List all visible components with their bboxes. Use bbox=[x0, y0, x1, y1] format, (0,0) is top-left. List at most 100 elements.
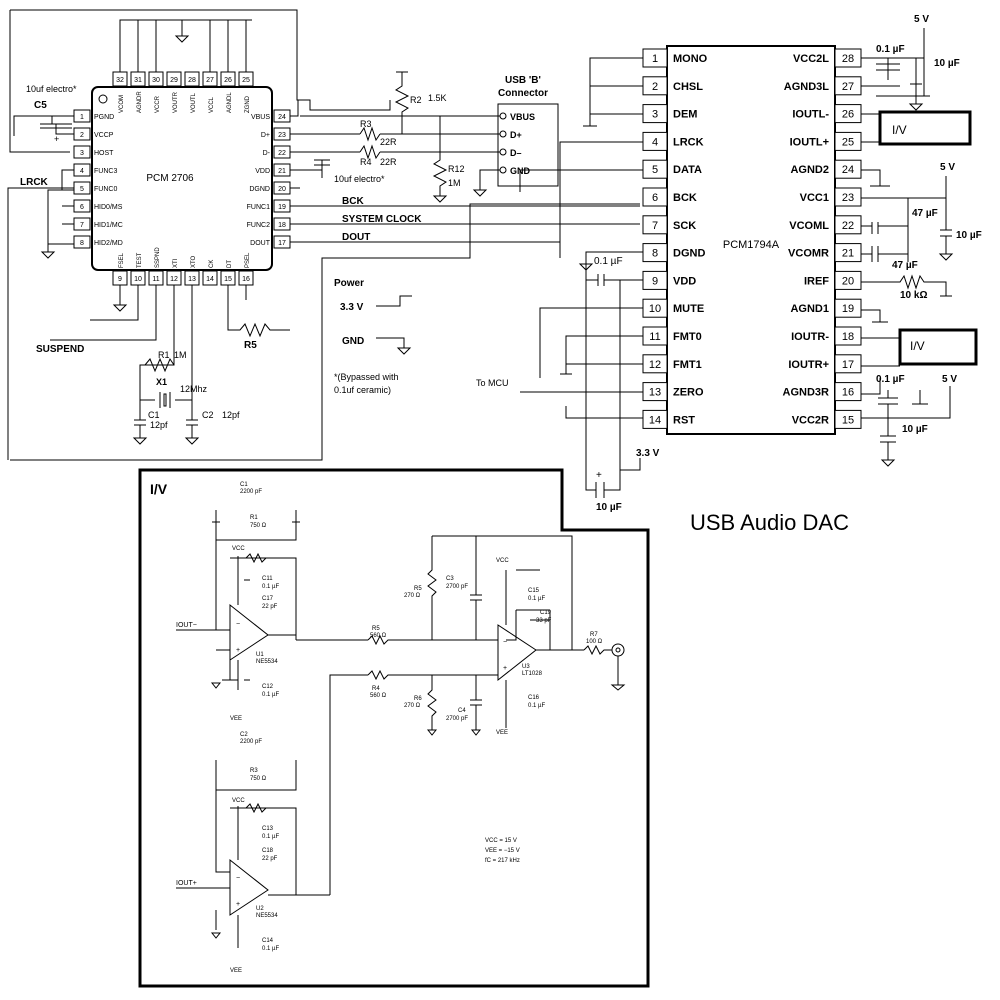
iv-c17: C17 bbox=[262, 596, 274, 602]
svg-text:VCC2R: VCC2R bbox=[792, 414, 829, 426]
svg-text:SSPND: SSPND bbox=[155, 247, 161, 268]
svg-text:4: 4 bbox=[652, 136, 658, 148]
svg-text:1: 1 bbox=[652, 53, 658, 65]
svg-text:13: 13 bbox=[649, 387, 661, 399]
lrck-label: LRCK bbox=[20, 177, 49, 188]
r2-value: 1.5K bbox=[428, 93, 447, 103]
c7-value: 10uf electro* bbox=[334, 174, 385, 184]
svg-text:VBUS: VBUS bbox=[251, 114, 270, 121]
iv-c17-value: 22 pF bbox=[262, 604, 278, 610]
iv-c19: C19 bbox=[540, 610, 552, 616]
power-label: Power bbox=[334, 278, 364, 289]
iv-vcc-2: VCC bbox=[232, 798, 245, 804]
r5-label: R5 bbox=[244, 340, 257, 351]
iv-c4-value: 2700 pF bbox=[446, 716, 468, 722]
v5-mid: 5 V bbox=[940, 162, 955, 173]
r3-resistor bbox=[359, 126, 381, 142]
iv-c18-value: 22 pF bbox=[262, 856, 278, 862]
svg-text:VDD: VDD bbox=[255, 168, 270, 175]
iv-left-label: I/V bbox=[892, 123, 907, 137]
svg-text:HID2/MD: HID2/MD bbox=[94, 240, 123, 247]
svg-text:27: 27 bbox=[842, 81, 854, 93]
iv-c13: C13 bbox=[262, 826, 274, 832]
svg-text:VCC2L: VCC2L bbox=[793, 53, 829, 65]
svg-text:BCK: BCK bbox=[673, 192, 697, 204]
svg-text:DATA: DATA bbox=[673, 164, 702, 176]
r1-resistor bbox=[144, 357, 175, 373]
svg-text:28: 28 bbox=[842, 53, 854, 65]
svg-text:20: 20 bbox=[278, 186, 286, 193]
svg-text:FSEL: FSEL bbox=[119, 252, 125, 268]
c-47b: 47 µF bbox=[892, 260, 918, 271]
iv-c15: C15 bbox=[528, 588, 540, 594]
iv-c11: C11 bbox=[262, 576, 273, 582]
bck-label: BCK bbox=[342, 196, 364, 207]
iv-c1-value: 2200 pF bbox=[240, 489, 262, 495]
svg-text:XTI: XTI bbox=[173, 258, 179, 268]
svg-text:D+: D+ bbox=[261, 132, 270, 139]
svg-text:AGND3L: AGND3L bbox=[784, 81, 830, 93]
iv-r1-value: 750 Ω bbox=[250, 523, 267, 529]
svg-text:VCCR: VCCR bbox=[155, 95, 161, 113]
svg-text:25: 25 bbox=[242, 77, 250, 84]
svg-text:LRCK: LRCK bbox=[673, 136, 704, 148]
svg-text:22: 22 bbox=[842, 220, 854, 232]
svg-text:VCCL: VCCL bbox=[209, 96, 215, 113]
c5-label: C5 bbox=[34, 100, 47, 111]
svg-text:19: 19 bbox=[278, 204, 286, 211]
x1-value: 12Mhz bbox=[180, 384, 208, 394]
ground-symbol-top bbox=[174, 35, 190, 43]
svg-text:DGND: DGND bbox=[249, 186, 270, 193]
svg-text:18: 18 bbox=[278, 222, 286, 229]
svg-text:PSEL: PSEL bbox=[245, 252, 251, 268]
svg-text:3: 3 bbox=[80, 150, 84, 157]
r1-value: 1M bbox=[174, 350, 187, 360]
svg-text:+: + bbox=[236, 647, 240, 654]
r3-label: R3 bbox=[360, 119, 372, 129]
x1-label: X1 bbox=[156, 377, 167, 387]
svg-text:26: 26 bbox=[842, 109, 854, 121]
svg-text:30: 30 bbox=[152, 77, 160, 84]
svg-text:D-: D- bbox=[263, 150, 271, 157]
c1-label: C1 bbox=[148, 410, 160, 420]
pcm1794-pin-21: 21 VCOMR bbox=[788, 243, 862, 263]
svg-text:17: 17 bbox=[278, 240, 286, 247]
svg-text:CHSL: CHSL bbox=[673, 81, 703, 93]
svg-text:DOUT: DOUT bbox=[250, 240, 271, 247]
iv-c2-value: 2200 pF bbox=[240, 739, 262, 745]
svg-text:16: 16 bbox=[842, 387, 854, 399]
svg-text:21: 21 bbox=[842, 248, 854, 260]
svg-text:AGND1: AGND1 bbox=[790, 303, 829, 315]
iv-c16-value: 0.1 µF bbox=[528, 703, 545, 709]
svg-text:−: − bbox=[236, 875, 240, 882]
pcm1794-name: PCM1794A bbox=[723, 239, 780, 251]
svg-text:FMT1: FMT1 bbox=[673, 359, 702, 371]
iv-c1: C1 bbox=[240, 482, 248, 488]
iv-u1: U1 bbox=[256, 652, 264, 658]
iv-c16: C16 bbox=[528, 695, 540, 701]
svg-text:FUNC1: FUNC1 bbox=[247, 204, 270, 211]
svg-text:DGND: DGND bbox=[673, 248, 705, 260]
usb-dplus: D+ bbox=[510, 130, 522, 140]
c-top-10: 10 µF bbox=[934, 58, 960, 69]
svg-text:VCOMR: VCOMR bbox=[788, 248, 829, 260]
svg-text:15: 15 bbox=[842, 414, 854, 426]
svg-text:VOUTR: VOUTR bbox=[173, 91, 179, 113]
svg-text:DT: DT bbox=[227, 260, 233, 268]
iv-u2: U2 bbox=[256, 906, 264, 912]
